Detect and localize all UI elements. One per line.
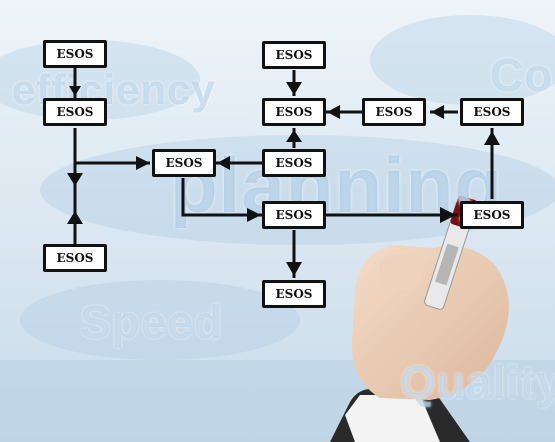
background-word-co: Co bbox=[490, 49, 554, 101]
arrowhead-n7-to-n5 bbox=[217, 156, 230, 170]
flow-node-1: ESOS bbox=[43, 40, 107, 68]
flow-node-4: ESOS bbox=[43, 244, 107, 272]
flow-node-3: ESOS bbox=[262, 41, 326, 69]
arrowhead-into-n6 bbox=[327, 105, 340, 119]
flow-node-2: ESOS bbox=[43, 98, 107, 126]
flow-node-7: ESOS bbox=[262, 149, 326, 177]
arrowhead-down-spine bbox=[67, 173, 83, 186]
arrowhead-into-n2 bbox=[69, 86, 81, 96]
flow-node-5: ESOS bbox=[152, 149, 216, 177]
flow-node-11: ESOS bbox=[460, 98, 524, 126]
hand-illustration bbox=[330, 195, 509, 442]
flow-node-6: ESOS bbox=[262, 98, 326, 126]
arrowhead-into-n10 bbox=[431, 105, 444, 119]
arrowhead-into-n12 bbox=[440, 207, 456, 223]
flow-node-8: ESOS bbox=[262, 201, 326, 229]
arrowhead-into-n8 bbox=[247, 208, 261, 222]
arrowhead-into-n11 bbox=[484, 131, 500, 145]
background-word-speed: Speed bbox=[80, 296, 224, 348]
flow-node-9: ESOS bbox=[262, 280, 326, 308]
flow-node-10: ESOS bbox=[362, 98, 426, 126]
edge-n5-n8 bbox=[181, 178, 262, 217]
arrowhead-into-n5 bbox=[136, 156, 150, 170]
background-word-quality: Quality bbox=[400, 356, 555, 408]
arrowhead-n7-to-n6 bbox=[286, 130, 302, 142]
arrowhead-n3-to-n6 bbox=[286, 82, 302, 95]
arrowhead-into-n9 bbox=[286, 262, 302, 276]
arrowhead-up-spine bbox=[67, 211, 83, 224]
flow-node-12: ESOS bbox=[460, 201, 524, 229]
